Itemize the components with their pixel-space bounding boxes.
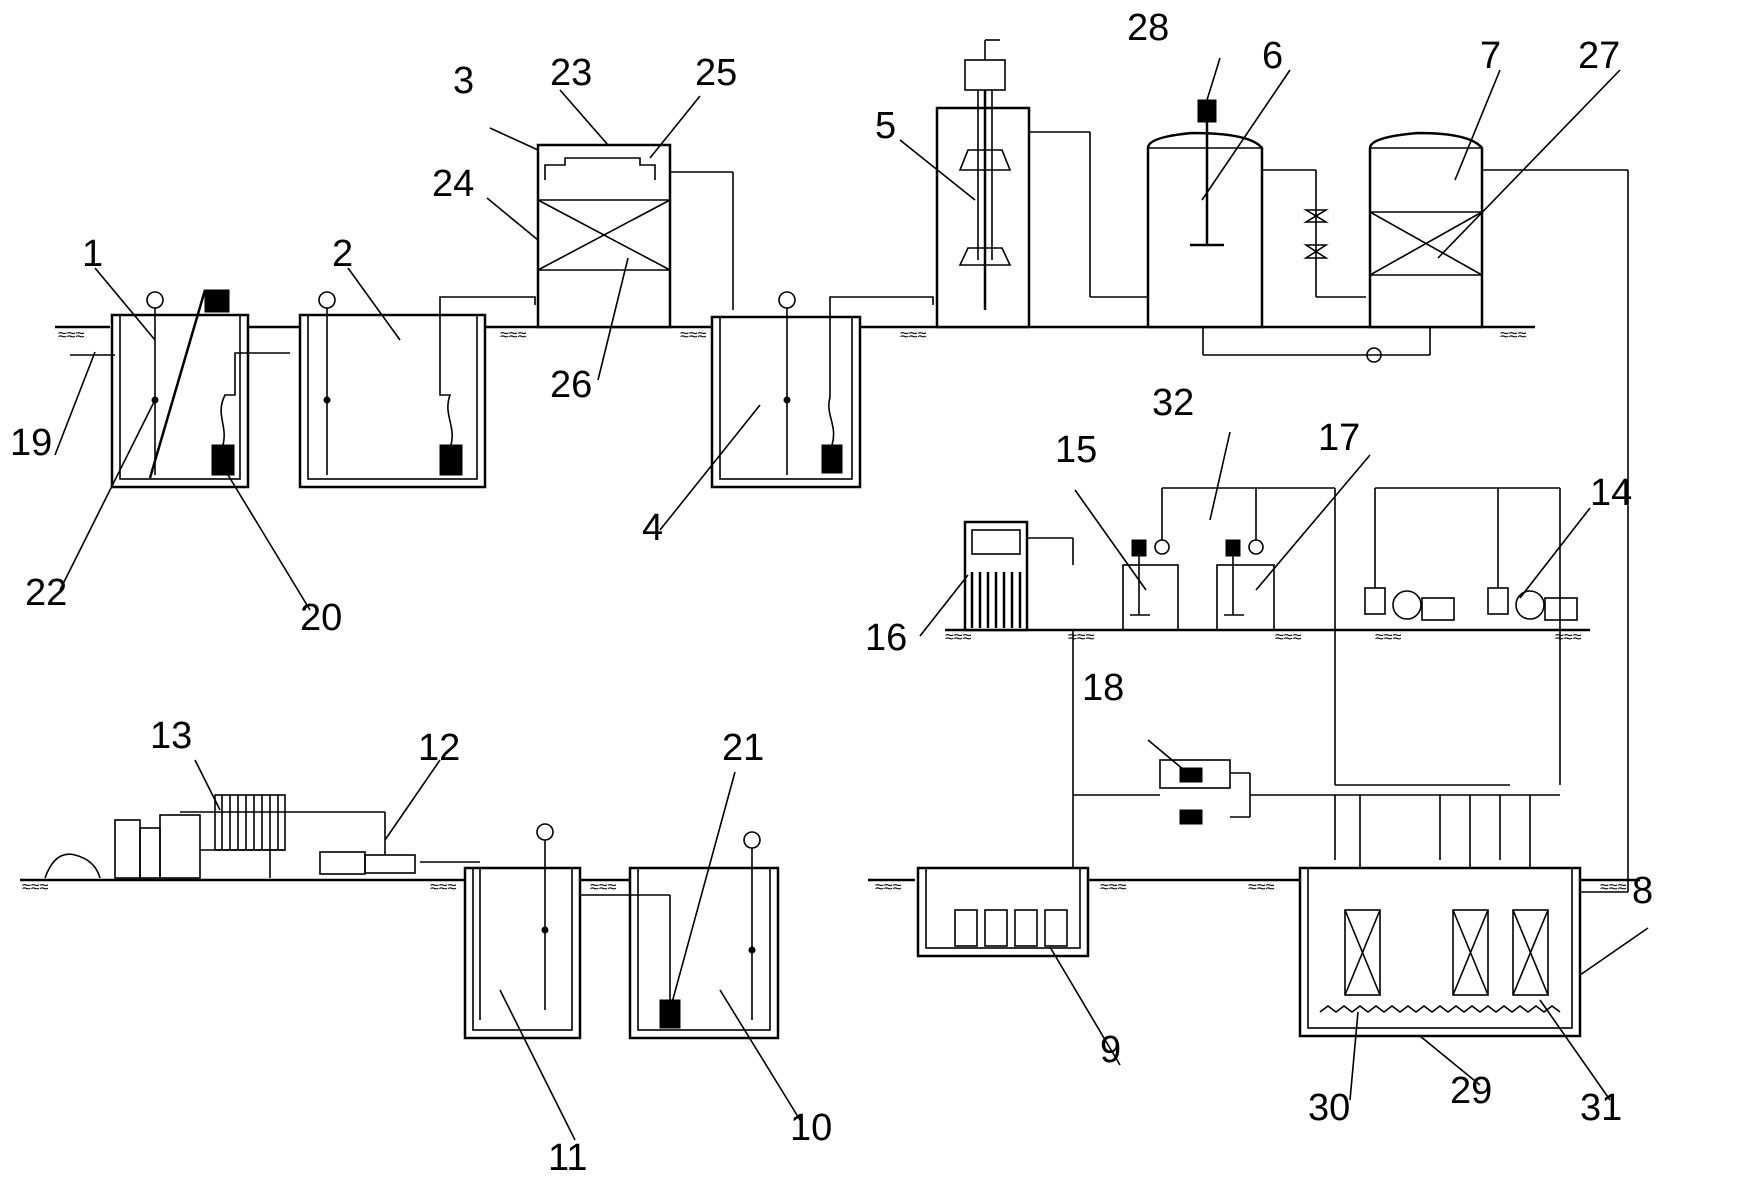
svg-text:≈≈≈: ≈≈≈ [875,879,902,896]
tank-9 [916,866,1090,958]
unit-5-reactor [935,39,1148,329]
label-4: 4 [642,507,663,549]
label-20: 20 [300,597,342,639]
label-27: 27 [1578,35,1620,77]
svg-text:≈≈≈: ≈≈≈ [1555,629,1582,646]
tank-8 [1298,866,1582,1038]
svg-text:≈≈≈: ≈≈≈ [22,879,49,896]
svg-text:≈≈≈: ≈≈≈ [1248,879,1275,896]
label-9: 9 [1100,1029,1121,1071]
label-6: 6 [1262,35,1283,77]
label-24: 24 [432,163,474,205]
label-8: 8 [1632,870,1653,912]
label-19: 19 [10,422,52,464]
tank-1 [110,289,290,489]
label-21: 21 [722,727,764,769]
label-29: 29 [1450,1070,1492,1112]
svg-text:≈≈≈: ≈≈≈ [590,879,617,896]
label-5: 5 [875,105,896,147]
dosing-area [963,487,1578,785]
pumps-18 [1072,630,1335,880]
label-7: 7 [1480,35,1501,77]
leader-lines [54,57,1649,1141]
svg-text:≈≈≈: ≈≈≈ [1275,629,1302,646]
tank-11 [420,823,582,1040]
svg-text:≈≈≈: ≈≈≈ [1068,629,1095,646]
unit-7-filter-tank [1368,131,1629,893]
sludge-pump-12 [180,811,416,875]
label-28: 28 [1127,7,1169,49]
label-3: 3 [453,60,474,102]
tank-2 [298,291,536,489]
label-11: 11 [548,1137,587,1179]
svg-text:≈≈≈: ≈≈≈ [58,327,85,344]
label-1: 1 [82,233,103,275]
label-32: 32 [1152,382,1194,424]
label-14: 14 [1590,472,1632,514]
label-15: 15 [1055,429,1097,471]
label-16: 16 [865,617,907,659]
svg-text:≈≈≈: ≈≈≈ [1500,327,1527,344]
callout-labels: 1 2 3 23 25 24 26 4 5 28 6 7 27 22 20 19… [10,7,1653,1179]
tank-4 [710,291,934,489]
svg-text:≈≈≈: ≈≈≈ [900,327,927,344]
label-23: 23 [550,52,592,94]
press-plates [221,795,279,850]
cabinet-bars [970,572,1022,628]
label-31: 31 [1580,1087,1622,1129]
label-12: 12 [418,727,460,769]
tank-10 [580,831,780,1040]
label-2: 2 [332,233,353,275]
label-18: 18 [1082,667,1124,709]
svg-text:≈≈≈: ≈≈≈ [1100,879,1127,896]
unit-6-stirred-tank [1146,99,1431,363]
label-25: 25 [695,52,737,94]
label-13: 13 [150,715,192,757]
filter-press-13 [44,794,286,879]
blowers [1364,487,1578,785]
label-30: 30 [1308,1087,1350,1129]
svg-text:≈≈≈: ≈≈≈ [1600,879,1627,896]
svg-text:≈≈≈: ≈≈≈ [430,879,457,896]
svg-text:≈≈≈: ≈≈≈ [945,629,972,646]
unit-3-tower [536,143,734,329]
label-22: 22 [25,572,67,614]
svg-text:≈≈≈: ≈≈≈ [680,327,707,344]
svg-text:≈≈≈: ≈≈≈ [1375,629,1402,646]
svg-text:≈≈≈: ≈≈≈ [500,327,527,344]
label-10: 10 [790,1107,832,1149]
label-17: 17 [1318,417,1360,459]
label-26: 26 [550,364,592,406]
